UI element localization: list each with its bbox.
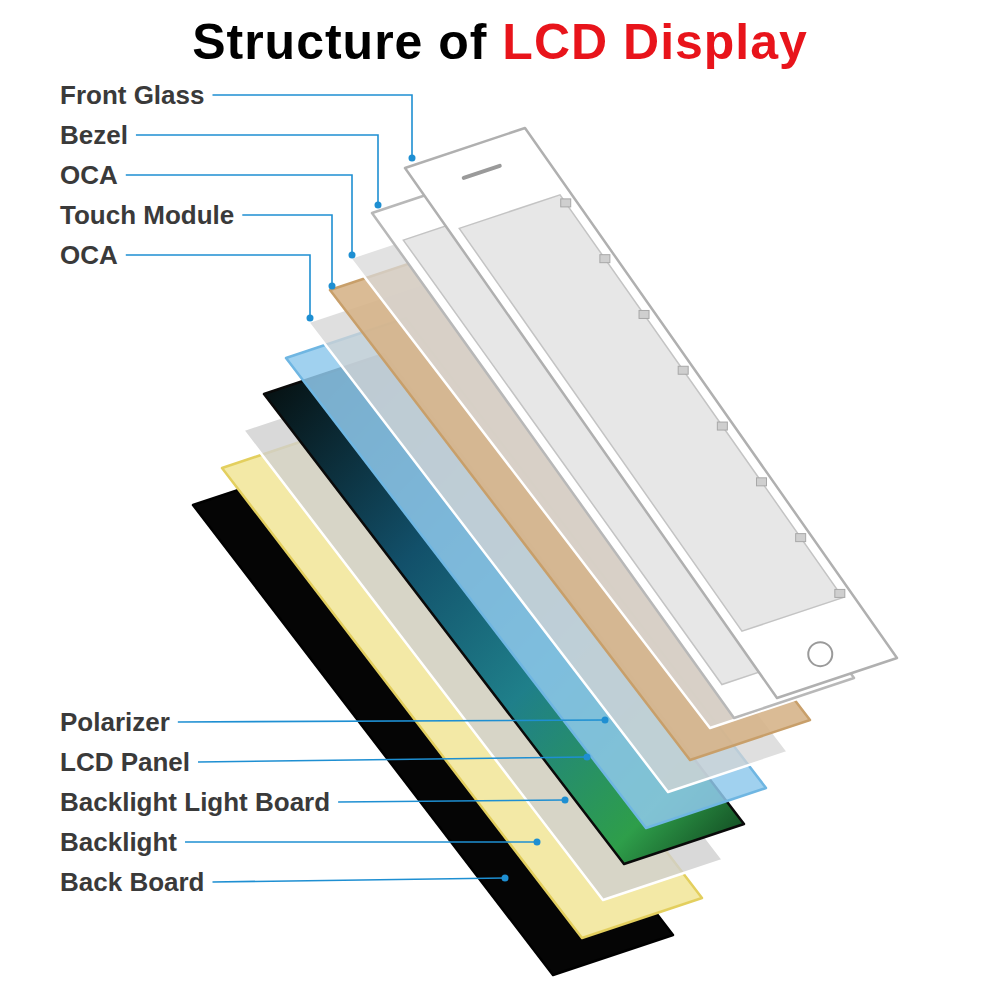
leader-dot bbox=[602, 717, 609, 724]
screen-window bbox=[459, 195, 843, 631]
frame-clip bbox=[639, 310, 649, 318]
leader-line bbox=[136, 135, 378, 205]
part-label: Polarizer bbox=[60, 707, 170, 737]
frame-clip bbox=[757, 478, 767, 486]
part-label: Backlight bbox=[60, 827, 177, 857]
leader-line bbox=[242, 215, 332, 286]
leader-dot bbox=[307, 315, 314, 322]
part-label: OCA bbox=[60, 160, 118, 190]
frame-clip bbox=[835, 589, 845, 597]
part-label: Front Glass bbox=[60, 80, 204, 110]
leader-line bbox=[178, 720, 605, 722]
leader-dot bbox=[329, 283, 336, 290]
leader-line bbox=[338, 800, 565, 802]
leader-dot bbox=[502, 875, 509, 882]
part-label: Back Board bbox=[60, 867, 205, 897]
leader-line bbox=[213, 878, 506, 882]
leader-dot bbox=[562, 797, 569, 804]
leader-line bbox=[198, 757, 587, 762]
frame-clip bbox=[600, 255, 610, 263]
frame-clip bbox=[796, 534, 806, 542]
leader-dot bbox=[375, 202, 382, 209]
leader-line bbox=[185, 841, 537, 843]
part-label: LCD Panel bbox=[60, 747, 190, 777]
part-label: Backlight Light Board bbox=[60, 787, 330, 817]
leader-line bbox=[126, 255, 310, 318]
leader-line bbox=[212, 95, 412, 158]
frame-clip bbox=[678, 366, 688, 374]
leader-dot bbox=[409, 155, 416, 162]
part-label: Bezel bbox=[60, 120, 128, 150]
title-text: Structure of LCD Display bbox=[192, 12, 808, 72]
frame-clip bbox=[561, 199, 571, 207]
title-box: Structure of LCD Display bbox=[0, 12, 1000, 72]
leader-dot bbox=[349, 252, 356, 259]
frame-clip bbox=[717, 422, 727, 430]
leader-dot bbox=[534, 839, 541, 846]
speaker-slot bbox=[464, 166, 500, 178]
front-glass-sheet bbox=[405, 128, 897, 698]
part-label: OCA bbox=[60, 240, 118, 270]
home-button bbox=[808, 642, 832, 666]
leader-dot bbox=[584, 754, 591, 761]
part-label: Touch Module bbox=[60, 200, 234, 230]
front-glass-layer bbox=[405, 128, 897, 698]
